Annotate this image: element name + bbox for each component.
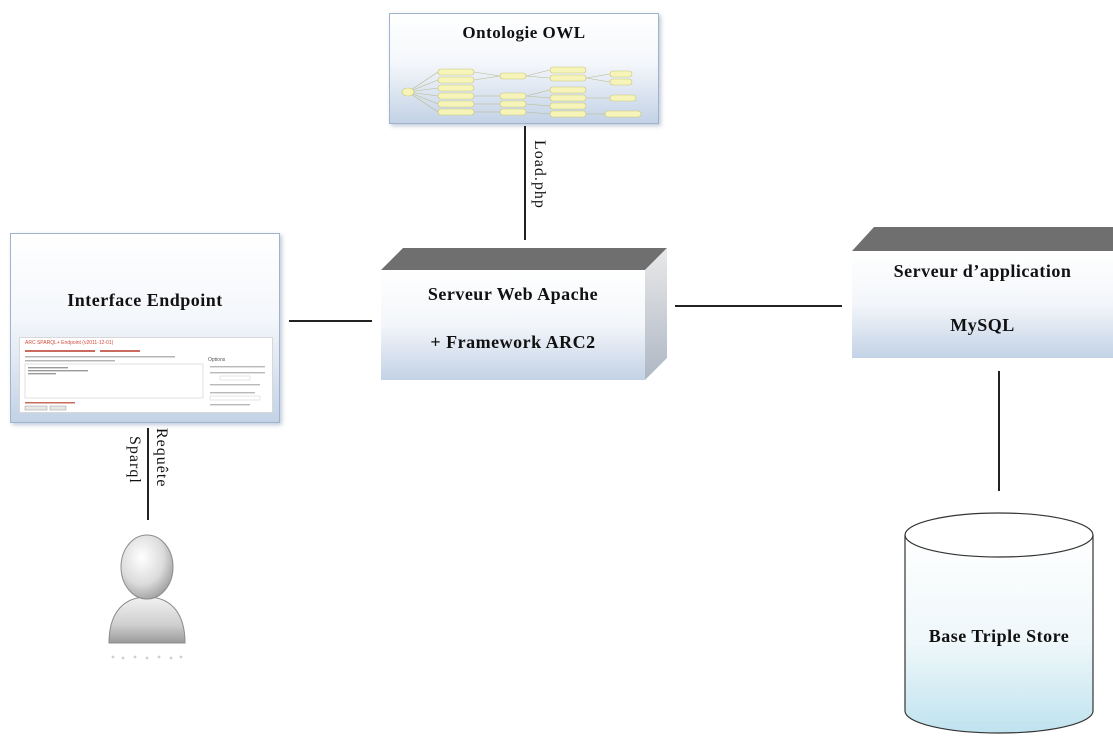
endpoint-thumb-heading: ARC SPARQL+ Endpoint (v2011-12-01) (25, 340, 114, 346)
edge-query-label-line2: Sparql (126, 436, 143, 484)
endpoint-panel: Interface Endpoint ARC SPARQL+ Endpoint … (10, 233, 280, 423)
endpoint-thumb-options: Options (208, 357, 226, 363)
ontology-title: Ontologie OWL (462, 23, 586, 42)
endpoint-screenshot-thumbnail: ARC SPARQL+ Endpoint (v2011-12-01) (19, 337, 273, 413)
webserver-box: Serveur Web Apache + Framework ARC2 (381, 248, 667, 380)
appserver-box: Serveur d’application MySQL (852, 227, 1113, 358)
webserver-line1: Serveur Web Apache (427, 284, 599, 304)
ontology-graph-thumbnail (400, 66, 646, 118)
triple-store-cylinder: Base Triple Store (904, 511, 1094, 737)
appserver-line1: Serveur d’application (893, 261, 1072, 281)
ontology-panel: Ontologie OWL (389, 13, 659, 124)
edge-load-label: Load.php (531, 140, 548, 209)
edge-query-label-line1: Requête (153, 428, 170, 488)
triple-store-label: Base Triple Store (928, 626, 1070, 646)
edge-query-line (147, 428, 149, 520)
webserver-line2: + Framework ARC2 (430, 332, 596, 352)
appserver-line2: MySQL (950, 315, 1015, 335)
edge-endpoint-webserver (289, 320, 372, 322)
edge-load-line (524, 126, 526, 240)
edge-webserver-appserver (675, 305, 842, 307)
endpoint-title: Interface Endpoint (67, 290, 223, 310)
user-icon (105, 525, 189, 665)
edge-appserver-store (998, 371, 1000, 491)
